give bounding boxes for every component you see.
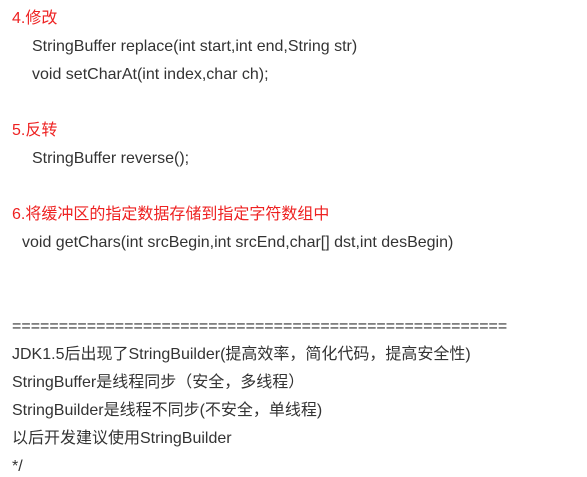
code-line-reverse: StringBuffer reverse(); [32,150,190,167]
section-heading-reverse: 5.反转 [12,122,58,139]
note-line-jdk15: JDK1.5后出现了StringBuilder(提高效率，简化代码，提高安全性) [12,346,471,363]
code-line-getchars: void getChars(int srcBegin,int srcEnd,ch… [22,234,454,251]
code-line-setcharat: void setCharAt(int index,char ch); [32,66,269,83]
section-heading-getchars: 6.将缓冲区的指定数据存储到指定字符数组中 [12,206,330,223]
code-line-replace: StringBuffer replace(int start,int end,S… [32,38,358,55]
comment-end-marker: */ [12,458,23,475]
section-heading-modify: 4.修改 [12,10,58,27]
separator-line: ========================================… [12,318,508,335]
note-line-stringbuilder: StringBuilder是线程不同步(不安全，单线程) [12,402,323,419]
note-line-recommendation: 以后开发建议使用StringBuilder [12,430,232,447]
note-line-stringbuffer: StringBuffer是线程同步（安全，多线程） [12,374,305,391]
